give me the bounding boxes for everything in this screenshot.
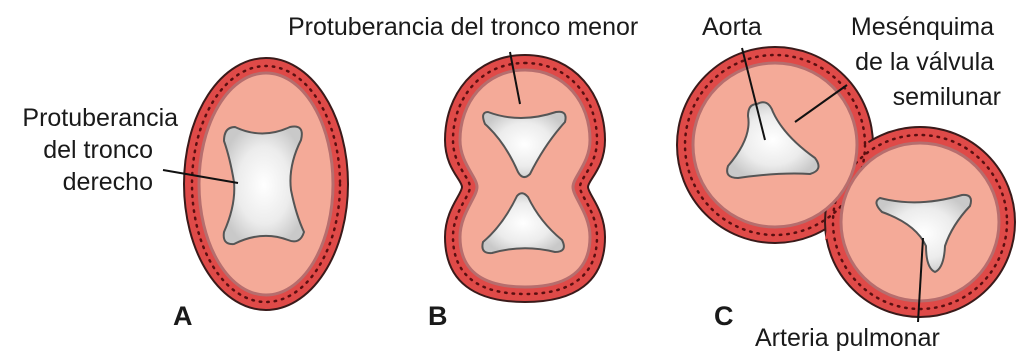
label-mesenchyme: Mesénquima de la válvula semilunar — [851, 13, 1001, 111]
label-minor-swelling: Protuberancia del tronco menor — [288, 13, 638, 41]
panel-b — [445, 55, 605, 302]
panel-letter-c: C — [714, 301, 734, 331]
label-mesenchyme-line-2: de la válvula — [855, 48, 994, 76]
label-mesenchyme-line-3: semilunar — [893, 83, 1001, 111]
panel-letter-a: A — [173, 301, 193, 331]
panel-a — [184, 58, 348, 310]
label-right-swelling-line-3: derecho — [63, 168, 153, 196]
label-right-swelling-line-1: Protuberancia — [22, 104, 178, 132]
label-right-swelling-line-2: del tronco — [43, 136, 153, 164]
label-pulmonary-artery: Arteria pulmonar — [755, 324, 940, 352]
label-mesenchyme-line-1: Mesénquima — [851, 13, 994, 41]
panel-letter-b: B — [428, 301, 448, 331]
label-aorta: Aorta — [702, 13, 762, 41]
panel-b-mesenchyme — [460, 70, 590, 287]
label-right-swelling: Protuberancia del tronco derecho — [22, 104, 185, 196]
